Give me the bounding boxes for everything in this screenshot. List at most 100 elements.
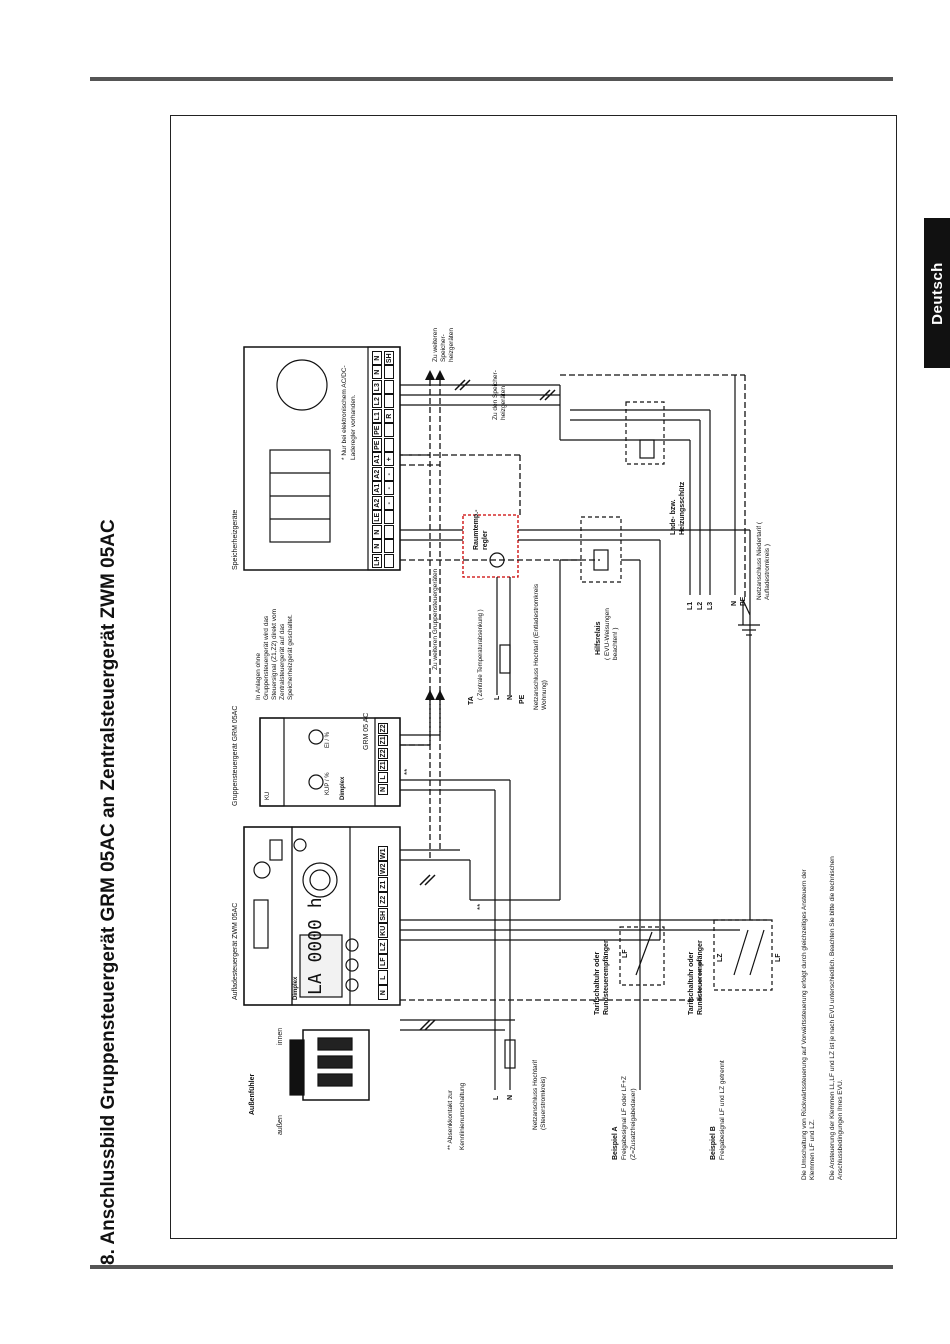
label-grm-device: Gruppensteuergerät GRM 05AC: [232, 705, 239, 806]
label-star-1: **: [476, 903, 485, 910]
label-tarif-b: Tarifschaltuhr oder Rundsteuerempfänger: [688, 940, 704, 1015]
heater-sub-terminal: -: [384, 481, 394, 496]
label-pe-entlade: PE: [519, 694, 526, 704]
zwm-terminal: LZ: [378, 939, 388, 954]
heater-terminal: LH: [372, 554, 382, 568]
heater-sub-terminal: R: [384, 409, 394, 423]
label-hilfsrelais: Hilfsrelais: [595, 621, 602, 655]
label-n-nt: N: [731, 600, 738, 606]
heater-sub-terminal: [384, 438, 394, 452]
heater-terminal: L2: [372, 394, 382, 409]
label-aussen: außen: [277, 1115, 284, 1135]
heater-terminal: A2: [372, 467, 382, 481]
label-l2: L2: [697, 601, 704, 610]
label-grm-model: GRM 05 AC: [363, 712, 370, 750]
zwm-terminal: KU: [378, 923, 388, 938]
grm-terminal: Z1: [378, 759, 388, 771]
label-grm-kup: KUP / %: [325, 772, 331, 795]
label-nur-bei: * Nur bei elektronischem AC/DC-Laderegle…: [341, 365, 357, 460]
zwm-terminal: SH: [378, 908, 388, 923]
label-netz-nt: Netzanschluss Niedertarif ( Aufladestrom…: [756, 521, 771, 600]
heater-terminal: N: [372, 525, 382, 539]
label-l-entlade: L: [494, 695, 501, 700]
grm-terminal: Z2: [378, 723, 388, 735]
label-beispiel-b-text: Freigabesignal LF und LZ getrennt: [719, 1060, 726, 1160]
label-note1: Die Umschaltung von Rückwärtssteuerung a…: [801, 869, 816, 1180]
heater-terminal: L1: [372, 409, 382, 423]
auxiliary-relay: [580, 516, 622, 583]
zwm-terminal: N: [378, 985, 388, 1000]
zwm-terminal: Z2: [378, 892, 388, 907]
label-beispiel-b: Beispiel B: [710, 1126, 717, 1160]
heater-sub-terminal: [384, 423, 394, 438]
label-pe-nt: PE: [740, 596, 747, 606]
heater-terminal: A2: [372, 496, 382, 510]
label-grm-note: In Anlagen ohne Gruppensteuergerät wird …: [255, 608, 294, 700]
label-star-2: **: [403, 768, 412, 775]
label-schuetz: Lade- bzw. Heizungsschütz: [670, 481, 686, 535]
label-raumtemp: Raumtemp.-regler: [473, 509, 489, 550]
zwm-dial: [302, 862, 338, 898]
grm-ei-dial: [308, 729, 324, 745]
label-l1: L1: [687, 601, 694, 610]
heater-terminal: N: [372, 539, 382, 554]
room-thermostat: [462, 514, 519, 578]
heater-terminal: A1: [372, 481, 382, 496]
label-hilfsrelais-note: ( EVU-Weisungen beachten! ): [604, 608, 619, 660]
heater-terminal: N: [372, 365, 382, 380]
label-grm-ei: EI / %: [325, 731, 331, 748]
heater-terminal: PE: [372, 438, 382, 452]
label-lf-b: LF: [775, 953, 782, 962]
label-tarif-a: Tarifschaltuhr oder Rundsteuerempfänger: [594, 940, 610, 1015]
heater-sub-terminal: [384, 525, 394, 539]
label-heater-device: Speicherheizgeräte: [232, 509, 239, 570]
label-zwm-device: Aufladesteuergerät ZWM 05AC: [232, 902, 239, 1000]
label-ta-note: ( Zentrale Temperaturabsenkung ): [478, 609, 484, 700]
grm-kup-dial: [308, 774, 324, 790]
heater-sub-terminal: [384, 554, 394, 568]
label-zu-den-speicher: Zu den Speicher-heizgeräten: [492, 370, 507, 420]
heater-fan-icon: [276, 359, 328, 411]
label-grm-brand: Dimplex: [340, 776, 346, 800]
language-tab[interactable]: Deutsch: [924, 218, 950, 368]
label-zu-weiteren-grm: Zu weiteren Gruppensteuergeräten: [432, 568, 439, 670]
grm-terminal: Z1: [378, 735, 388, 747]
label-lf-a: LF: [622, 949, 629, 958]
label-grm-ku: KU: [265, 791, 271, 800]
label-n-steuer: N: [507, 1094, 514, 1100]
label-lz-b: LZ: [717, 953, 724, 962]
bottom-rule: [90, 1265, 893, 1269]
zwm-terminal: Z1: [378, 877, 388, 892]
heater-terminal: L3: [372, 380, 382, 394]
zwm-terminal: LF: [378, 954, 388, 969]
heater-sub-terminal: SH: [384, 351, 394, 365]
grm-terminal: N: [378, 783, 388, 795]
label-zwm-display: LA 0000 h: [305, 897, 326, 995]
label-zwm-brand: Dimplex: [293, 976, 299, 1000]
grm-terminal: L: [378, 771, 388, 783]
label-innen: innen: [277, 1027, 284, 1045]
label-zu-weiteren-speicher: Zu weiteren Speicher-heizgeräten: [432, 328, 455, 362]
outdoor-sensor-wall: [289, 1039, 305, 1096]
label-note2: Die Ansteuerung der Klemmen LL,LF und LZ…: [829, 856, 844, 1180]
label-netz-ht-entlade: Netzanschluss Hochtarif (Entladestromkre…: [533, 583, 548, 710]
heater-sub-terminal: [384, 539, 394, 554]
heater-sub-terminal: +: [384, 452, 394, 467]
zwm-terminal: W2: [378, 861, 388, 876]
label-absenk: ** Absenkkontakt zur Kennlinienumschaltu…: [447, 1082, 466, 1150]
label-beispiel-a-text: Freigabesignal LF oder LF+Z (Z=Zusatzfre…: [621, 1075, 637, 1160]
heater-sub-terminal: -: [384, 467, 394, 481]
heater-sub-terminal: [384, 380, 394, 394]
label-l-steuer: L: [493, 1095, 500, 1100]
heater-sub-terminal: [384, 394, 394, 409]
zwm-display: [299, 934, 343, 998]
zwm-terminal: L: [378, 970, 388, 985]
heater-terminal: N: [372, 351, 382, 365]
label-aussenfuehler: Außenfühler: [249, 1073, 256, 1115]
label-netz-ht-steuer: Netzanschluss Hochtarif (Steuerstromkrei…: [532, 1059, 547, 1130]
heater-sub-terminal: [384, 510, 394, 525]
heater-terminal: A1: [372, 452, 382, 467]
label-beispiel-a: Beispiel A: [612, 1126, 619, 1160]
tariff-switch-a: [619, 926, 665, 986]
